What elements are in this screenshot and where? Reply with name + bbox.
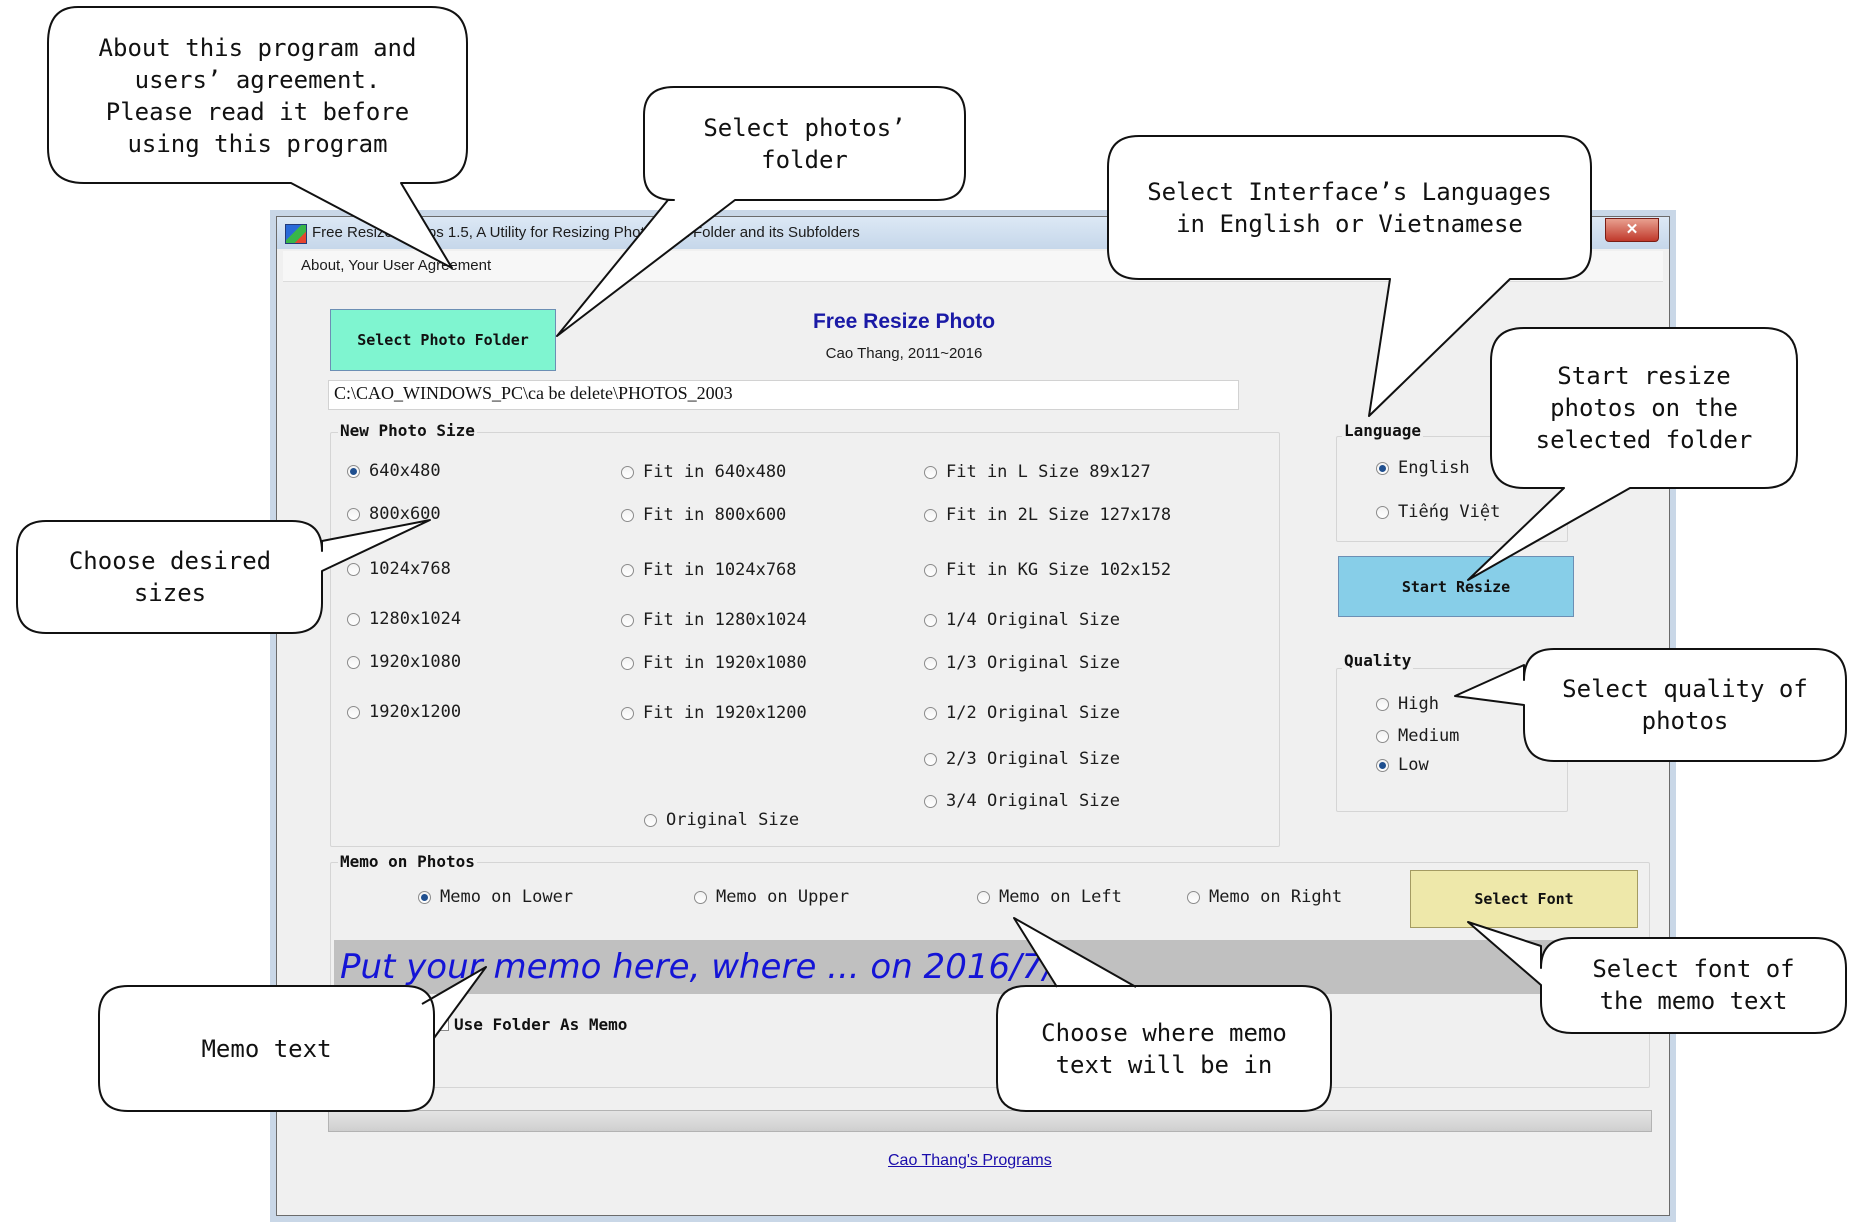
radio-indicator xyxy=(1376,461,1389,475)
memo-upper-radio[interactable]: Memo on Upper xyxy=(694,887,849,907)
size-option-original[interactable]: Original Size xyxy=(644,810,799,830)
size-groupbox xyxy=(330,432,1280,847)
size-option-fit-1024x768[interactable]: Fit in 1024x768 xyxy=(621,560,797,580)
progress-bar xyxy=(328,1110,1652,1132)
size-option-1920x1200[interactable]: 1920x1200 xyxy=(347,702,461,722)
quality-group-label: Quality xyxy=(1342,651,1414,670)
memo-group-label: Memo on Photos xyxy=(338,852,477,871)
size-option-1920x1080[interactable]: 1920x1080 xyxy=(347,652,461,672)
radio-indicator xyxy=(347,655,360,669)
size-option-fit-1280x1024[interactable]: Fit in 1280x1024 xyxy=(621,610,807,630)
size-group-label: New Photo Size xyxy=(338,421,477,440)
size-option-1280x1024[interactable]: 1280x1024 xyxy=(347,609,461,629)
radio-indicator xyxy=(1376,729,1389,743)
callout-sizes-text: Choose desired sizes xyxy=(68,547,272,607)
size-option-half[interactable]: 1/2 Original Size xyxy=(924,703,1120,723)
radio-indicator xyxy=(1376,758,1389,772)
language-english-radio[interactable]: English xyxy=(1376,458,1470,478)
callout-select-folder-text: Select photos’ folder xyxy=(703,114,906,174)
radio-indicator xyxy=(1376,505,1389,519)
radio-indicator xyxy=(347,464,360,478)
radio-indicator xyxy=(621,613,634,627)
radio-indicator xyxy=(924,465,937,479)
language-vietnamese-radio[interactable]: Tiếng Việt xyxy=(1376,502,1500,522)
use-folder-as-memo-checkbox[interactable] xyxy=(436,1018,449,1031)
radio-indicator xyxy=(924,613,937,627)
app-icon xyxy=(285,224,307,244)
quality-high-radio[interactable]: High xyxy=(1376,694,1439,714)
use-folder-as-memo-label: Use Folder As Memo xyxy=(454,1015,628,1034)
folder-path-field[interactable]: C:\CAO_WINDOWS_PC\ca be delete\PHOTOS_20… xyxy=(328,380,1239,410)
language-group-label: Language xyxy=(1342,421,1424,440)
size-option-quarter[interactable]: 1/4 Original Size xyxy=(924,610,1120,630)
memo-lower-radio[interactable]: Memo on Lower xyxy=(418,887,573,907)
select-font-button[interactable]: Select Font xyxy=(1410,870,1638,928)
radio-indicator xyxy=(1376,697,1389,711)
radio-indicator xyxy=(694,890,707,904)
menu-about[interactable]: About, Your User Agreement xyxy=(301,257,492,274)
quality-low-radio[interactable]: Low xyxy=(1376,755,1429,775)
radio-indicator xyxy=(924,656,937,670)
quality-medium-radio[interactable]: Medium xyxy=(1376,726,1459,746)
callout-memo-position-text: Choose where memo text will be in xyxy=(1041,1019,1287,1079)
close-button[interactable]: ✕ xyxy=(1605,218,1659,242)
radio-indicator xyxy=(621,563,634,577)
start-resize-button[interactable]: Start Resize xyxy=(1338,556,1574,617)
size-option-640x480[interactable]: 640x480 xyxy=(347,461,441,481)
size-option-fit-640x480[interactable]: Fit in 640x480 xyxy=(621,462,786,482)
memo-left-radio[interactable]: Memo on Left xyxy=(977,887,1122,907)
radio-indicator xyxy=(924,508,937,522)
radio-indicator xyxy=(621,508,634,522)
callout-start-text: Start resize photos on the selected fold… xyxy=(1535,362,1753,454)
memo-right-radio[interactable]: Memo on Right xyxy=(1187,887,1342,907)
radio-indicator xyxy=(644,813,657,827)
radio-indicator xyxy=(924,752,937,766)
radio-indicator xyxy=(621,465,634,479)
radio-indicator xyxy=(347,612,360,626)
size-option-800x600[interactable]: 800x600 xyxy=(347,504,441,524)
app-name: Free Resize Photo xyxy=(812,310,996,333)
radio-indicator xyxy=(924,563,937,577)
memo-text-field[interactable]: Put your memo here, where ... on 2016/7/… xyxy=(334,940,1726,994)
size-option-2l-size[interactable]: Fit in 2L Size 127x178 xyxy=(924,505,1171,525)
client-area xyxy=(283,281,1663,1207)
size-option-fit-800x600[interactable]: Fit in 800x600 xyxy=(621,505,786,525)
programs-link[interactable]: Cao Thang's Programs xyxy=(888,1152,1052,1169)
callout-memo-text-text: Memo text xyxy=(201,1035,332,1063)
size-option-three-quarters[interactable]: 3/4 Original Size xyxy=(924,791,1120,811)
radio-indicator xyxy=(347,562,360,576)
radio-indicator xyxy=(347,705,360,719)
size-option-fit-1920x1200[interactable]: Fit in 1920x1200 xyxy=(621,703,807,723)
size-option-fit-1920x1080[interactable]: Fit in 1920x1080 xyxy=(621,653,807,673)
size-option-kg-size[interactable]: Fit in KG Size 102x152 xyxy=(924,560,1171,580)
radio-indicator xyxy=(924,706,937,720)
callout-quality-text: Select quality of photos xyxy=(1562,675,1808,735)
size-option-1024x768[interactable]: 1024x768 xyxy=(347,559,451,579)
size-option-third[interactable]: 1/3 Original Size xyxy=(924,653,1120,673)
radio-indicator xyxy=(418,890,431,904)
radio-indicator xyxy=(347,507,360,521)
window-title: Free Resize Photos 1.5, A Utility for Re… xyxy=(312,224,860,241)
callout-about-text: About this program and users’ agreement.… xyxy=(98,34,417,158)
select-folder-button[interactable]: Select Photo Folder xyxy=(330,309,556,371)
size-option-l-size[interactable]: Fit in L Size 89x127 xyxy=(924,462,1151,482)
radio-indicator xyxy=(924,794,937,808)
radio-indicator xyxy=(621,706,634,720)
radio-indicator xyxy=(1187,890,1200,904)
author-credit: Cao Thang, 2011~2016 xyxy=(825,345,983,362)
radio-indicator xyxy=(977,890,990,904)
callout-font-text: Select font of the memo text xyxy=(1592,955,1795,1015)
callout-language-text: Select Interface’s Languages in English … xyxy=(1147,178,1552,238)
size-option-two-thirds[interactable]: 2/3 Original Size xyxy=(924,749,1120,769)
radio-indicator xyxy=(621,656,634,670)
